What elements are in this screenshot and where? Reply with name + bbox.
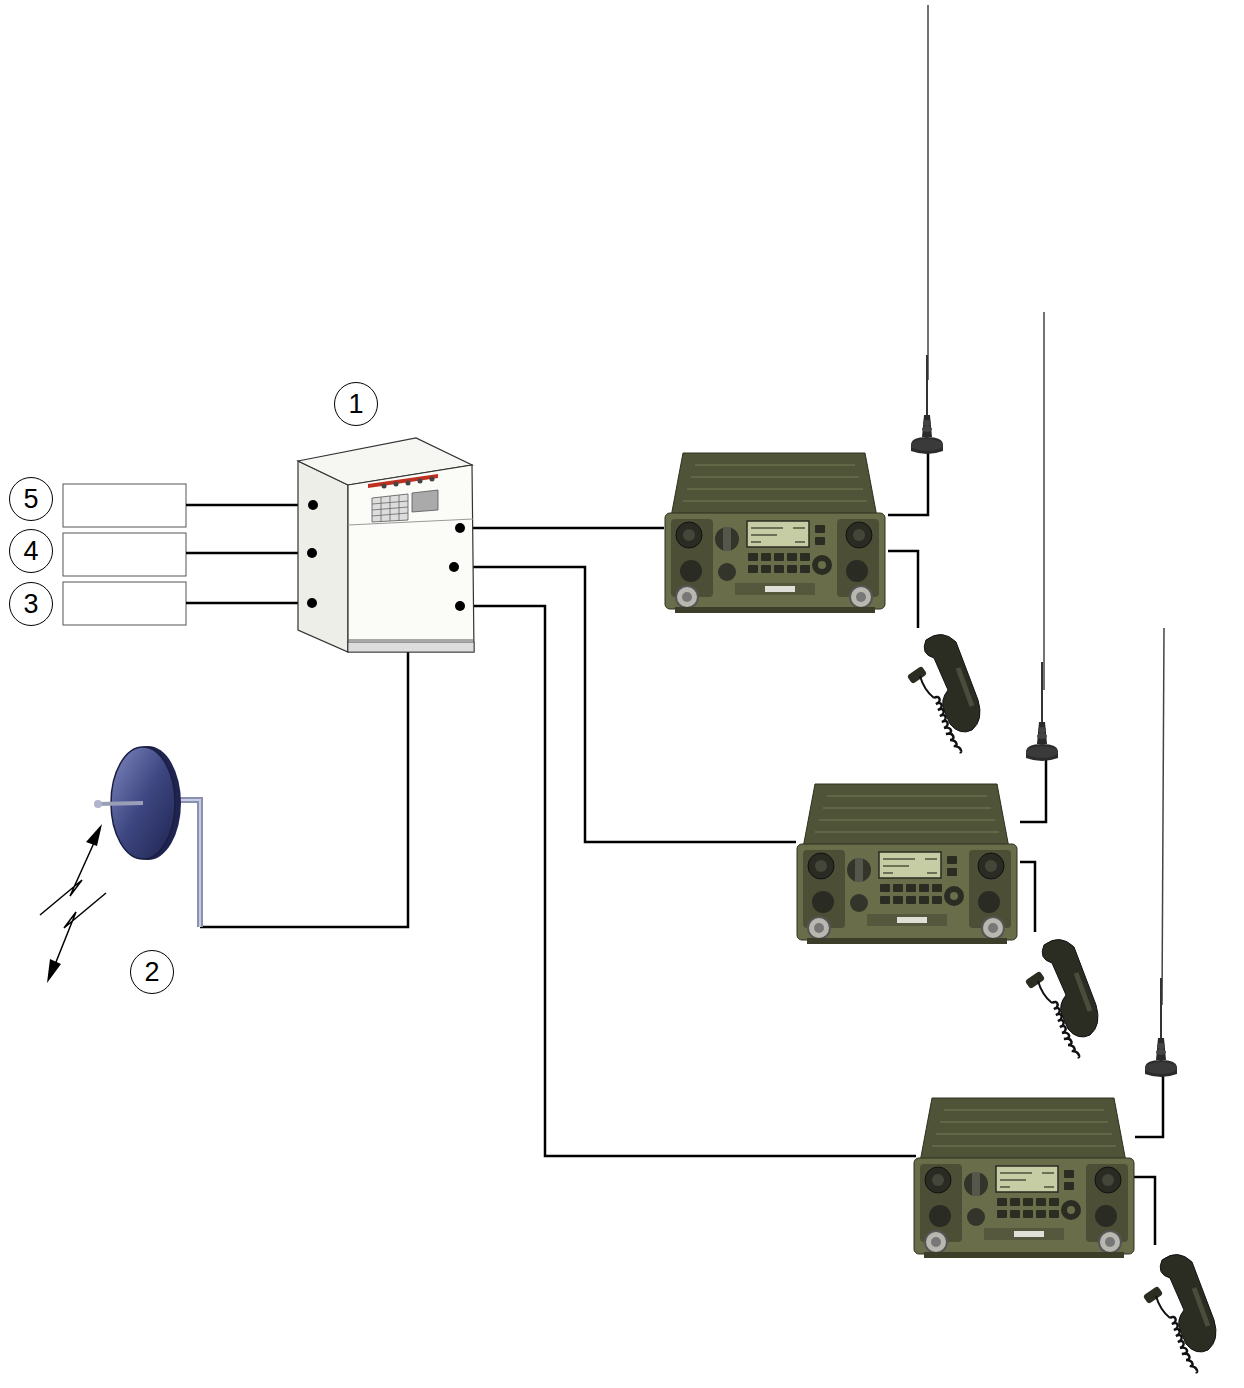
callout-number: 2: [144, 959, 159, 986]
callout-circle: 3: [9, 582, 53, 626]
antenna-whip: [1043, 312, 1045, 690]
arrow-head: [86, 824, 102, 846]
radio-link-arrows: [40, 834, 106, 972]
empty-box: [63, 582, 186, 625]
antenna-whip: [1162, 628, 1164, 1005]
callout-circle: 5: [9, 477, 53, 521]
empty-box: [63, 533, 186, 576]
callout-number: 1: [348, 391, 363, 418]
callout-number: 4: [23, 538, 38, 565]
antenna-whip: [927, 5, 929, 380]
callout-circle: 2: [130, 950, 174, 994]
control-cabinet: [298, 438, 474, 652]
arrow-head: [47, 959, 61, 983]
connection-dots: [307, 500, 465, 611]
callout-number: 3: [23, 591, 38, 618]
callout-circle: 1: [334, 382, 378, 426]
satellite-dish: [94, 746, 200, 927]
empty-box: [63, 484, 186, 527]
callout-number: 5: [23, 486, 38, 513]
callout-circle: 4: [9, 529, 53, 573]
